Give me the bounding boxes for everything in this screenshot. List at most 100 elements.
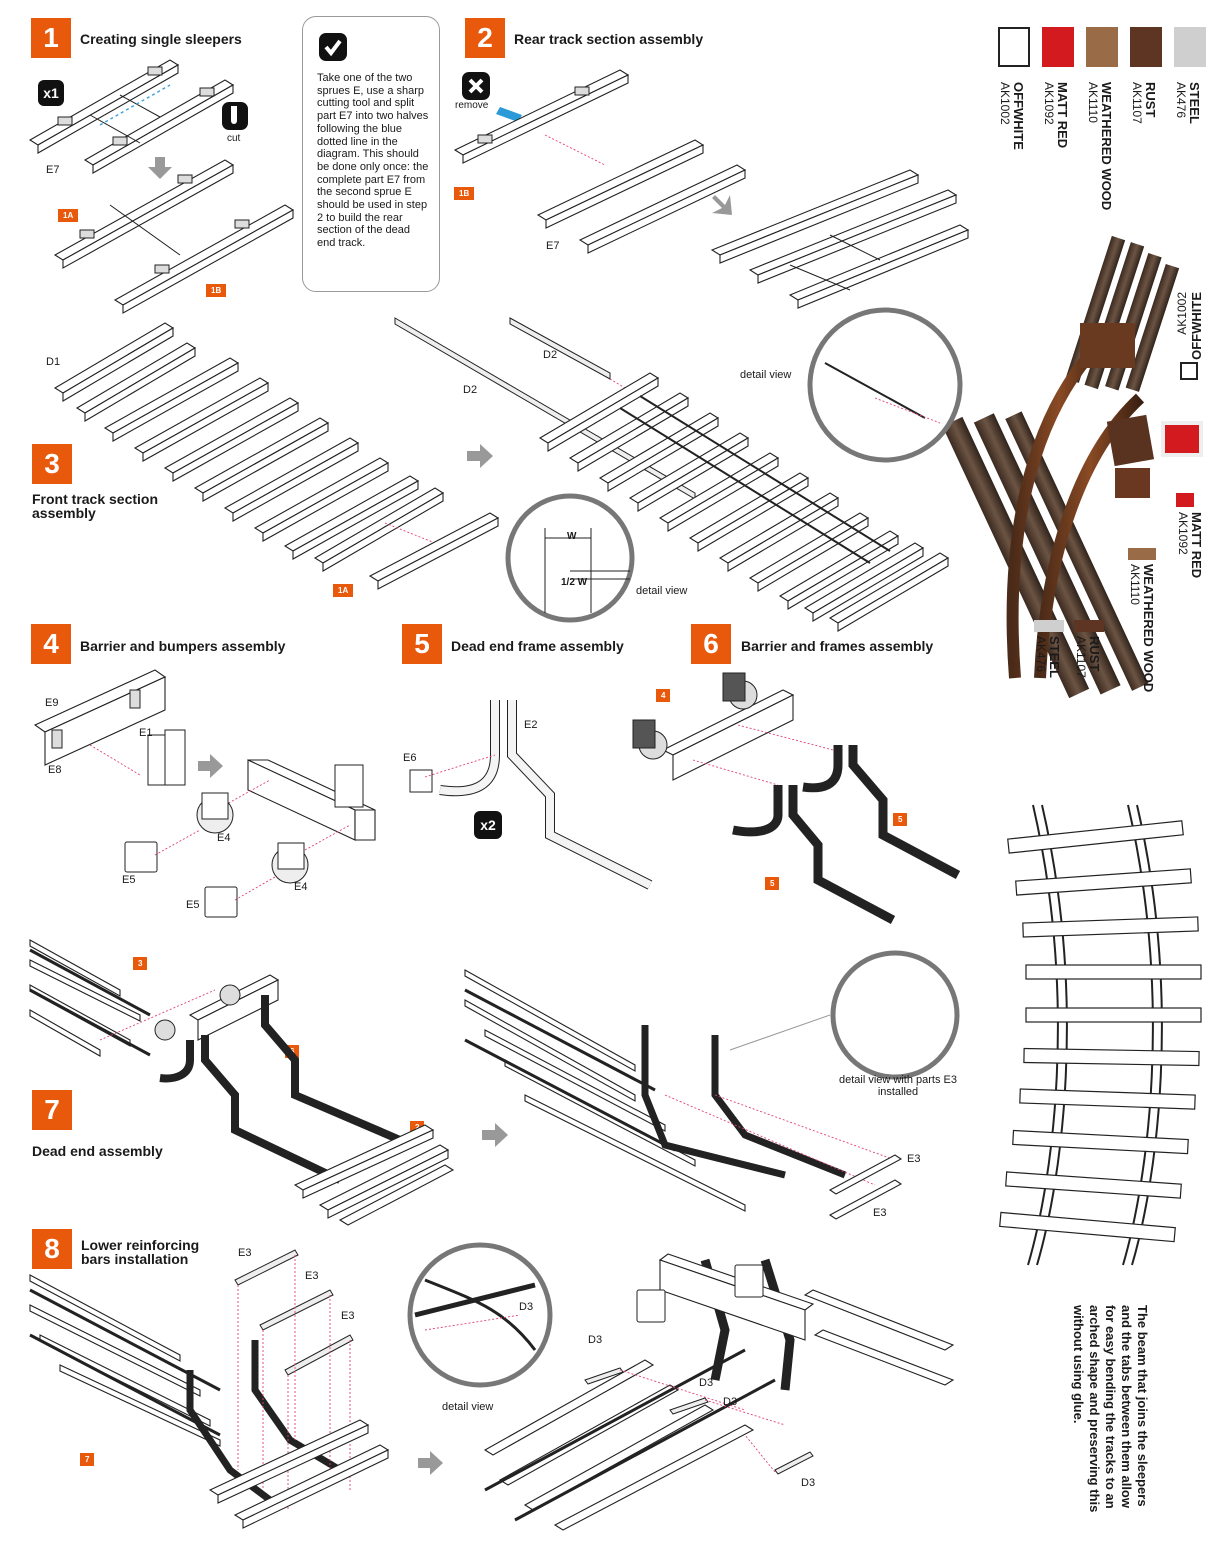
part-tag-5-b: 5 — [765, 877, 780, 890]
callout-code-weathered-wood: AK1110 — [1128, 564, 1142, 605]
step2-rear-track-illustration — [453, 69, 970, 309]
paint-code-weathered-wood: AK1110 — [1086, 82, 1100, 123]
paint-code-rust: AK1107 — [1130, 82, 1144, 124]
swatch-steel — [1174, 27, 1206, 67]
step4-barrier-illustration — [33, 669, 376, 918]
part-label-d2-top: D2 — [543, 349, 558, 361]
curved-track-illustration — [999, 804, 1202, 1266]
step5-frame-illustration — [409, 700, 653, 890]
part-label-d1: D1 — [46, 356, 61, 368]
arrow-right-icon — [467, 444, 493, 468]
down-arrow-icon — [148, 157, 172, 179]
step6-barrier-frames-illustration — [632, 672, 961, 924]
part-label-e5-b: E5 — [186, 899, 200, 911]
paint-name-offwhite: OFFWHITE — [1011, 82, 1026, 150]
paint-code-offwhite: AK1002 — [998, 82, 1012, 125]
part-label-e3-c: E3 — [238, 1247, 252, 1259]
paint-name-weathered-wood: WEATHERED WOOD — [1099, 82, 1114, 211]
part-label-d3-e: D3 — [801, 1477, 816, 1489]
half-width-label: 1/2 W — [561, 577, 588, 588]
step-number-4: 4 — [31, 624, 71, 664]
step-number-1: 1 — [31, 18, 71, 58]
step8-reinforcing-bars-illustration — [29, 1249, 443, 1529]
part-tag-1b-step2: 1B — [454, 187, 475, 200]
step-number-7: 7 — [32, 1090, 72, 1130]
remove-label: remove — [455, 100, 489, 111]
callout-swatch-rust — [1074, 620, 1104, 632]
check-icon — [319, 33, 347, 61]
part-tag-3: 3 — [133, 957, 148, 970]
step-title-2: Rear track section assembly — [514, 31, 704, 47]
part-tag-1a: 1A — [58, 209, 79, 222]
arrow-right-icon — [482, 1123, 508, 1147]
step-number-5: 5 — [402, 624, 442, 664]
callout-code-steel: AK476 — [1034, 636, 1048, 673]
knife-icon — [222, 102, 248, 130]
part-label-e3-d: E3 — [305, 1270, 319, 1282]
part-label-e2: E2 — [524, 719, 538, 731]
quantity-badge-x1: x1 — [38, 80, 64, 106]
swatch-offwhite — [998, 27, 1030, 67]
step-number-2: 2 — [465, 18, 505, 58]
callout-swatch-matt-red — [1176, 493, 1194, 507]
callout-code-offwhite: AK1002 — [1175, 292, 1189, 335]
part-label-d3-d: D3 — [723, 1396, 738, 1408]
part-label-e4-b: E4 — [294, 881, 308, 893]
callout-name-offwhite: OFFWHITE — [1189, 292, 1204, 360]
part-tag-4: 4 — [656, 689, 671, 702]
sleepers-1a-1b — [53, 159, 295, 314]
callout-name-weathered-wood: WEATHERED WOOD — [1141, 564, 1156, 693]
arrow-right-icon — [198, 754, 223, 778]
step-title-8: Lower reinforcing bars installation — [81, 1237, 200, 1267]
step-title-7: Dead end assembly — [32, 1143, 163, 1159]
paint-name-matt-red: MATT RED — [1055, 82, 1070, 149]
step-number-8: 8 — [32, 1229, 72, 1269]
part-label-e7: E7 — [46, 164, 60, 176]
callout-swatch-offwhite — [1180, 362, 1198, 380]
step-number-3: 3 — [32, 444, 72, 484]
quantity-badge-x2: x2 — [474, 811, 502, 839]
part-tag-1b: 1B — [206, 284, 227, 297]
step8-assembled-illustration — [407, 1242, 955, 1531]
part-tag-1a-step3: 1A — [333, 584, 354, 597]
width-w-label: W — [567, 531, 577, 542]
step-title-3: Front track section assembly — [32, 491, 159, 521]
swatch-weathered-wood — [1086, 27, 1118, 67]
step7-dead-end-illustration — [29, 939, 508, 1226]
callout-name-matt-red: MATT RED — [1189, 512, 1204, 579]
part-label-d3-c: D3 — [699, 1377, 714, 1389]
paint-code-steel: AK476 — [1174, 82, 1188, 119]
step-number-6: 6 — [691, 624, 731, 664]
part-label-d3-a: D3 — [519, 1301, 534, 1313]
x-icon — [462, 72, 490, 100]
callout-name-rust: RUST — [1087, 636, 1102, 672]
step1-sleepers-illustration — [28, 59, 295, 314]
part-tag-7: 7 — [80, 1453, 95, 1466]
step-title-5: Dead end frame assembly — [451, 638, 624, 654]
detail-view-label-2: detail view — [636, 585, 688, 597]
part-label-e7-step2: E7 — [546, 240, 560, 252]
part-label-e6: E6 — [403, 752, 417, 764]
part-label-e5-a: E5 — [122, 874, 136, 886]
part-label-e3-a: E3 — [907, 1153, 921, 1165]
instruction-note-box: Take one of the two sprues E, use a shar… — [302, 16, 440, 292]
step-title-1: Creating single sleepers — [80, 31, 242, 47]
step3-assembled-track-illustration — [394, 307, 963, 632]
part-label-e1: E1 — [139, 727, 153, 739]
step-title-4: Barrier and bumpers assembly — [80, 638, 286, 654]
paint-name-rust: RUST — [1143, 82, 1158, 118]
instruction-note-text: Take one of the two sprues E, use a shar… — [317, 72, 429, 250]
sleeper-e7-top — [28, 59, 235, 174]
callout-code-rust: AK1107 — [1074, 636, 1088, 678]
arrow-right-icon — [418, 1451, 443, 1475]
part-label-e9: E9 — [45, 697, 59, 709]
step-title-6: Barrier and frames assembly — [741, 638, 934, 654]
swatch-rust — [1130, 27, 1162, 67]
part-label-e3-b: E3 — [873, 1207, 887, 1219]
callout-code-matt-red: AK1092 — [1176, 512, 1190, 555]
part-tag-5-a: 5 — [893, 813, 908, 826]
callout-swatch-weathered-wood — [1128, 548, 1156, 560]
paint-code-matt-red: AK1092 — [1042, 82, 1056, 125]
step7-assembled-illustration — [464, 950, 960, 1220]
callout-swatch-steel — [1034, 620, 1064, 632]
